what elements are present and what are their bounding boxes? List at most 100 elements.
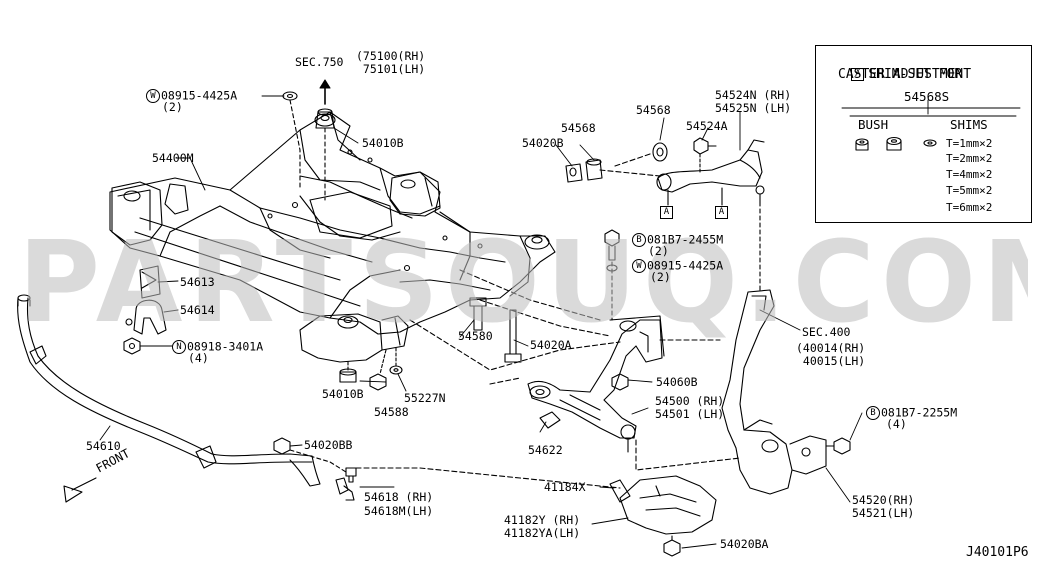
label-54020ba[interactable]: 54020BA <box>720 537 769 551</box>
stabilizer-clamp[interactable] <box>125 299 167 335</box>
washer-08915-top[interactable] <box>282 91 298 101</box>
nut-symbol: N <box>172 340 186 354</box>
label-54618-lh[interactable]: 54618M(LH) <box>364 504 434 518</box>
label-54568-mid[interactable]: 54568 <box>636 103 671 117</box>
label-08915-mid-text: 08915-4425A <box>647 258 724 273</box>
label-54400m[interactable]: 54400M <box>152 151 194 165</box>
label-41182ya[interactable]: 41182YA(LH) <box>504 526 581 540</box>
stabilizer-bar[interactable] <box>17 294 321 487</box>
label-54580[interactable]: 54580 <box>458 329 493 343</box>
label-54521[interactable]: 54521(LH) <box>852 506 915 520</box>
label-54010b-bottom[interactable]: 54010B <box>322 387 364 401</box>
front-mount-bushing-left[interactable] <box>299 313 409 363</box>
legend-shim-2[interactable]: T=2mm×2 <box>946 152 993 165</box>
label-08915-top-text: 08915-4425A <box>161 88 238 103</box>
bolt-54020ba[interactable] <box>663 535 681 557</box>
front-arrow <box>63 477 97 503</box>
legend-box <box>815 45 1032 223</box>
legend-shim-4[interactable]: T=5mm×2 <box>946 184 993 197</box>
legend-bush-label: BUSH <box>858 117 889 132</box>
marker-a-left: A <box>660 206 677 219</box>
label-081b7-2255m-qty: (4) <box>886 417 907 431</box>
label-08915-mid-qty: (2) <box>650 270 671 284</box>
label-54613[interactable]: 54613 <box>180 275 215 289</box>
label-081b7-2455m-qty: (2) <box>648 244 669 258</box>
label-54060b[interactable]: 54060B <box>656 375 698 389</box>
collar-54020b[interactable] <box>565 163 583 183</box>
label-08918-text: 08918-3401A <box>187 339 264 354</box>
label-41184x[interactable]: 41184X <box>544 480 586 494</box>
label-54588[interactable]: 54588 <box>374 405 409 419</box>
label-54501[interactable]: 54501 (LH) <box>655 407 725 421</box>
legend-shim-icon <box>923 139 937 147</box>
legend-marker: A <box>851 68 865 81</box>
bushing-54010b-bottom[interactable] <box>339 368 357 383</box>
label-54020bb[interactable]: 54020BB <box>304 438 353 452</box>
label-54020a[interactable]: 54020A <box>530 338 572 352</box>
nut-54588[interactable] <box>369 373 387 391</box>
bracket-41184x[interactable] <box>609 479 631 503</box>
bolt-symbol: B <box>632 233 646 247</box>
legend-bush-icon <box>855 136 902 151</box>
bolt-symbol-2: B <box>866 406 880 420</box>
stabilizer-connecting-rod[interactable] <box>335 467 357 501</box>
label-sec750[interactable]: SEC.750 <box>295 55 344 69</box>
stabilizer-bushing[interactable] <box>139 265 161 299</box>
label-54525n[interactable]: 54525N (LH) <box>715 101 792 115</box>
washer-55227n[interactable] <box>389 365 403 375</box>
bolt-54524a[interactable] <box>693 137 717 155</box>
label-54520[interactable]: 54520(RH) <box>852 493 915 507</box>
label-41182y[interactable]: 41182Y (RH) <box>504 513 581 527</box>
bolt-54580[interactable] <box>469 297 487 331</box>
front-suspension-member[interactable] <box>109 111 556 335</box>
label-sec750-lh[interactable]: 75101(LH) <box>356 62 426 76</box>
marker-a-right-box: A <box>715 206 728 219</box>
label-54524n[interactable]: 54524N (RH) <box>715 88 792 102</box>
brake-dust-cover[interactable] <box>619 475 717 535</box>
legend-title-line2: CASTER ADJUSTMENT <box>838 67 972 82</box>
nut-54060b[interactable] <box>611 373 629 391</box>
transverse-link[interactable] <box>527 315 665 453</box>
legend-shim-5[interactable]: T=6mm×2 <box>946 201 993 214</box>
label-sec750-rh[interactable]: (75100(RH) <box>356 49 426 63</box>
label-55227n[interactable]: 55227N <box>404 391 446 405</box>
label-54618-rh[interactable]: 54618 (RH) <box>364 490 434 504</box>
legend-set-part[interactable]: 54568S <box>904 89 950 104</box>
legend-shim-1[interactable]: T=1mm×2 <box>946 137 993 150</box>
marker-a-right: A <box>715 206 732 219</box>
upper-link[interactable] <box>656 139 765 203</box>
bushing-54568-mid[interactable] <box>652 142 668 162</box>
label-sec400-lh[interactable]: 40015(LH) <box>796 354 866 368</box>
nut-08918[interactable] <box>123 337 141 355</box>
label-sec400-rh[interactable]: (40014(RH) <box>796 341 866 355</box>
bolt-54020a[interactable] <box>504 309 522 363</box>
nut-54020bb[interactable] <box>273 437 291 455</box>
label-54622[interactable]: 54622 <box>528 443 563 457</box>
legend-shim-3[interactable]: T=4mm×2 <box>946 168 993 181</box>
label-54614[interactable]: 54614 <box>180 303 215 317</box>
label-54020b[interactable]: 54020B <box>522 136 564 150</box>
legend-shims-label: SHIMS <box>950 117 988 132</box>
label-08915-top-qty: (2) <box>162 100 183 114</box>
washer-54622[interactable] <box>539 411 561 429</box>
label-54524a[interactable]: 54524A <box>686 119 728 133</box>
bushing-54568-left[interactable] <box>585 158 603 181</box>
label-54010b-top[interactable]: 54010B <box>362 136 404 150</box>
bolt-081b7-2255m[interactable] <box>825 437 851 455</box>
label-54568-left[interactable]: 54568 <box>561 121 596 135</box>
bolt-081b7-2455m[interactable] <box>604 229 620 261</box>
label-54500[interactable]: 54500 (RH) <box>655 394 725 408</box>
label-08918-qty: (4) <box>188 351 209 365</box>
label-54610[interactable]: 54610 <box>86 439 121 453</box>
label-sec400[interactable]: SEC.400 <box>802 325 851 339</box>
steering-knuckle[interactable] <box>721 289 827 495</box>
marker-a-left-box: A <box>660 206 673 219</box>
